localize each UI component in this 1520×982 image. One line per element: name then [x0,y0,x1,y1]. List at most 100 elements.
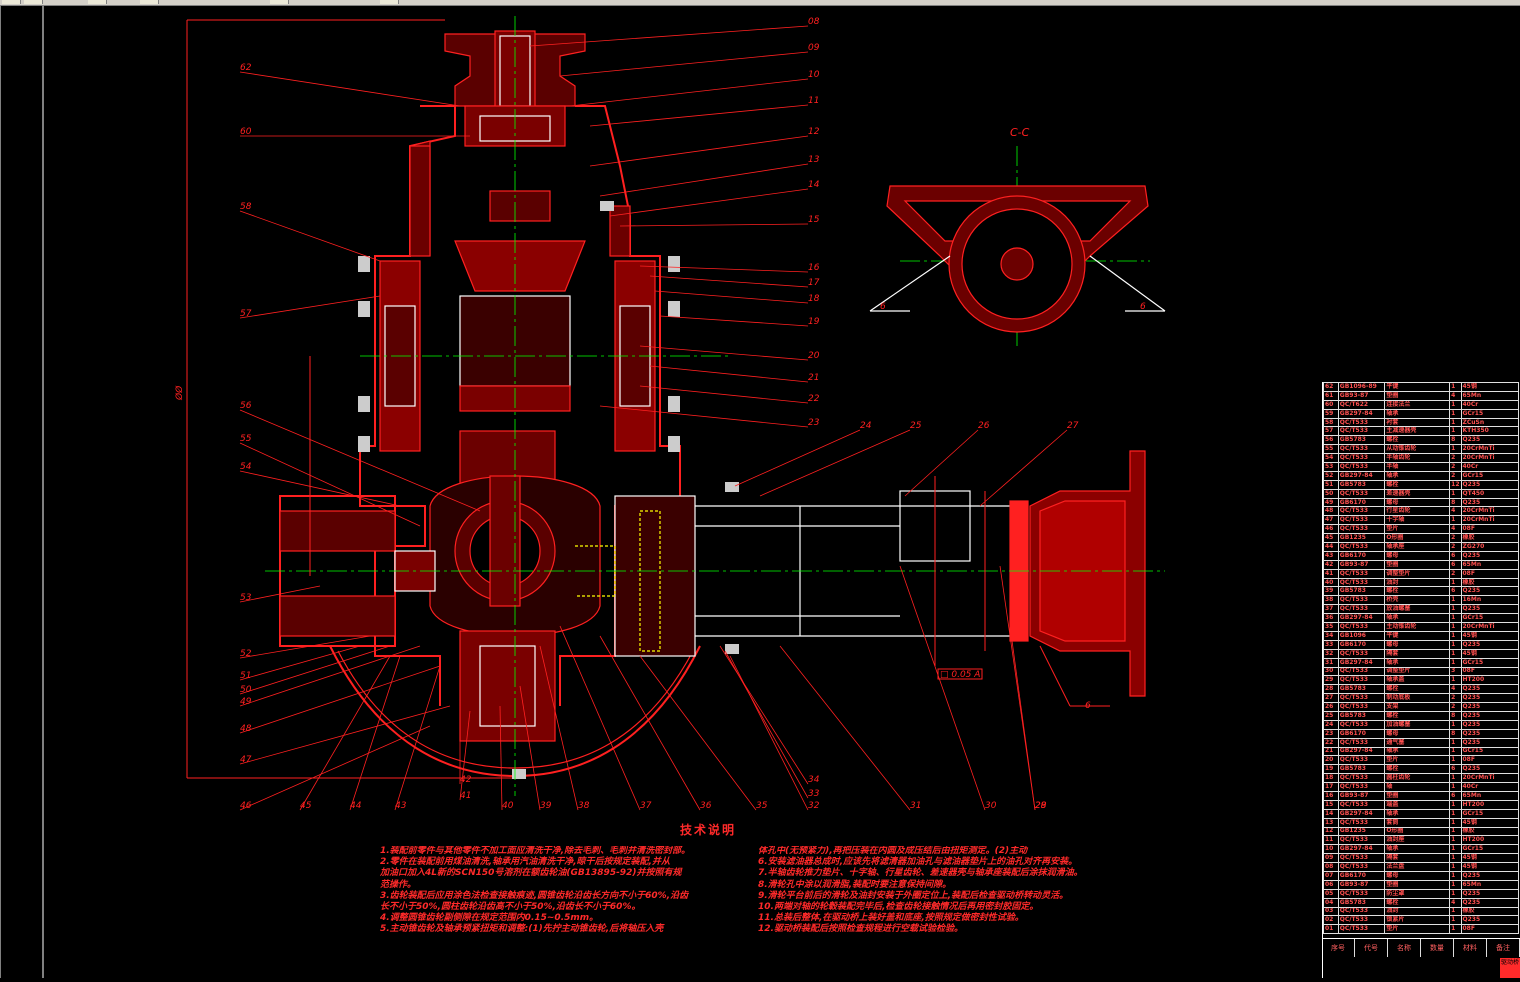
leader-line [499,705,503,811]
bom-cell: QC/T533 [1337,488,1386,499]
weld-mark-right: 6 [1140,302,1146,312]
bom-cell: Q235 [1460,639,1519,650]
bom-cell: QC/T533 [1337,604,1386,615]
part-label: 18 [808,294,820,304]
bom-cell: 1 [1449,382,1462,392]
bom-cell: 45钢 [1460,862,1519,872]
bom-cell: GB6170 [1337,728,1386,739]
bom-cell: 套筒 [1384,817,1451,828]
bom-cell: 29 [1323,675,1339,686]
bom-cell: 55 [1323,444,1339,455]
bom-cell: 2 [1449,453,1462,464]
bom-cell: 20CrMnTi [1460,506,1519,517]
bom-cell: GB93-87 [1337,879,1386,890]
bom-cell: 20CrMnTi [1460,622,1519,632]
bom-cell: 40Cr [1460,399,1519,410]
leader-line [239,645,391,695]
bom-cell: 螺栓 [1384,897,1451,908]
bom-cell: 1 [1449,488,1462,499]
bom-cell: ZCuSn [1460,417,1519,428]
tech-notes: 1.装配前零件与其他零件不加工面应清洗干净,除去毛刺、毛刺并清洗密封部。2.零件… [380,846,1120,976]
bom-cell: QC/T533 [1337,835,1386,846]
part-label: 08 [808,17,820,27]
bom-cell: 20 [1323,755,1339,766]
bom-cell: 螺栓 [1384,586,1451,597]
bom-cell: 半轴 [1384,462,1451,472]
bom-cell: 39 [1323,586,1339,597]
bom-cell: 主动锥齿轮 [1384,622,1451,632]
cad-toolbar [0,0,1520,6]
bom-cell: QC/T533 [1337,737,1386,748]
bom-cell: 46 [1323,524,1339,535]
bom-cell: 1 [1449,870,1462,881]
new-icon[interactable] [2,0,21,4]
bom-cell: 8 [1449,435,1462,446]
part-label: 17 [808,278,820,288]
bom-cell: QC/T533 [1337,417,1386,428]
leader-line [239,409,481,512]
bom-cell: 8 [1449,497,1462,508]
bom-cell: GCr15 [1460,613,1519,624]
bom-cell: 02 [1323,915,1339,926]
print-icon[interactable] [140,0,159,4]
bom-cell: 螺栓 [1384,435,1451,446]
bom-cell: 08F [1460,568,1519,579]
save-icon[interactable] [88,0,107,4]
preview-icon[interactable] [270,0,289,4]
bom-cell: 20CrMnTi [1460,773,1519,784]
bom-cell: 轴承 [1384,808,1451,819]
bom-cell: QC/T533 [1337,675,1386,686]
drawing-canvas[interactable]: ØØ [0,6,1520,978]
bom-cell: 轴承座 [1384,542,1451,552]
bom-cell: 01 [1323,924,1339,935]
bom-cell: 调整垫片 [1384,568,1451,579]
part-label: 21 [808,373,819,383]
bom-cell: 螺栓 [1384,710,1451,721]
bom-cell: QC/T533 [1337,444,1386,455]
zoom-icon[interactable] [380,0,399,4]
tech-note: 8.滑轮孔中涂以润滑脂,装配时要注意保持间隙。 [758,879,952,890]
bom-cell: 57 [1323,426,1339,437]
open-icon[interactable] [24,0,43,4]
title-block: 驱动桥 [1500,958,1520,978]
bom-header-cell: 名称 [1388,939,1421,957]
bom-cell: 油封座 [1384,835,1451,846]
part-label: 10 [808,70,820,80]
bom-cell: 1 [1449,808,1462,819]
bom-cell: 26 [1323,702,1339,712]
bom-cell: 1 [1449,924,1462,935]
bom-cell: 45钢 [1460,382,1519,392]
bom-cell: 端盖 [1384,799,1451,810]
bom-cell: QC/T533 [1337,755,1386,766]
bom-cell: QC/T533 [1337,524,1386,535]
bom-cell: 1 [1449,577,1462,588]
bom-cell: HT200 [1460,675,1519,686]
bom-cell: 轴承 [1384,657,1451,668]
bom-cell: 24 [1323,719,1339,730]
bom-cell: 4 [1449,684,1462,695]
bom-cell: 22 [1323,737,1339,748]
tech-note: 9.滑轮平台前后的滑轮及油封安装于外圈定位上,装配后检查驱动桥转动灵活。 [758,890,1069,901]
bom-cell: 19 [1323,764,1339,775]
bom-cell: GB1096-89 [1337,382,1386,392]
bom-cell: Q235 [1460,915,1519,926]
bom-cell: 1 [1449,782,1462,792]
bom-cell: QC/T533 [1337,719,1386,730]
bom-cell: 1 [1449,773,1462,784]
part-label: 19 [808,317,820,327]
bom-cell: GCr15 [1460,844,1519,855]
bom-cell: 平键 [1384,382,1451,392]
bom-cell: QC/T533 [1337,515,1386,526]
